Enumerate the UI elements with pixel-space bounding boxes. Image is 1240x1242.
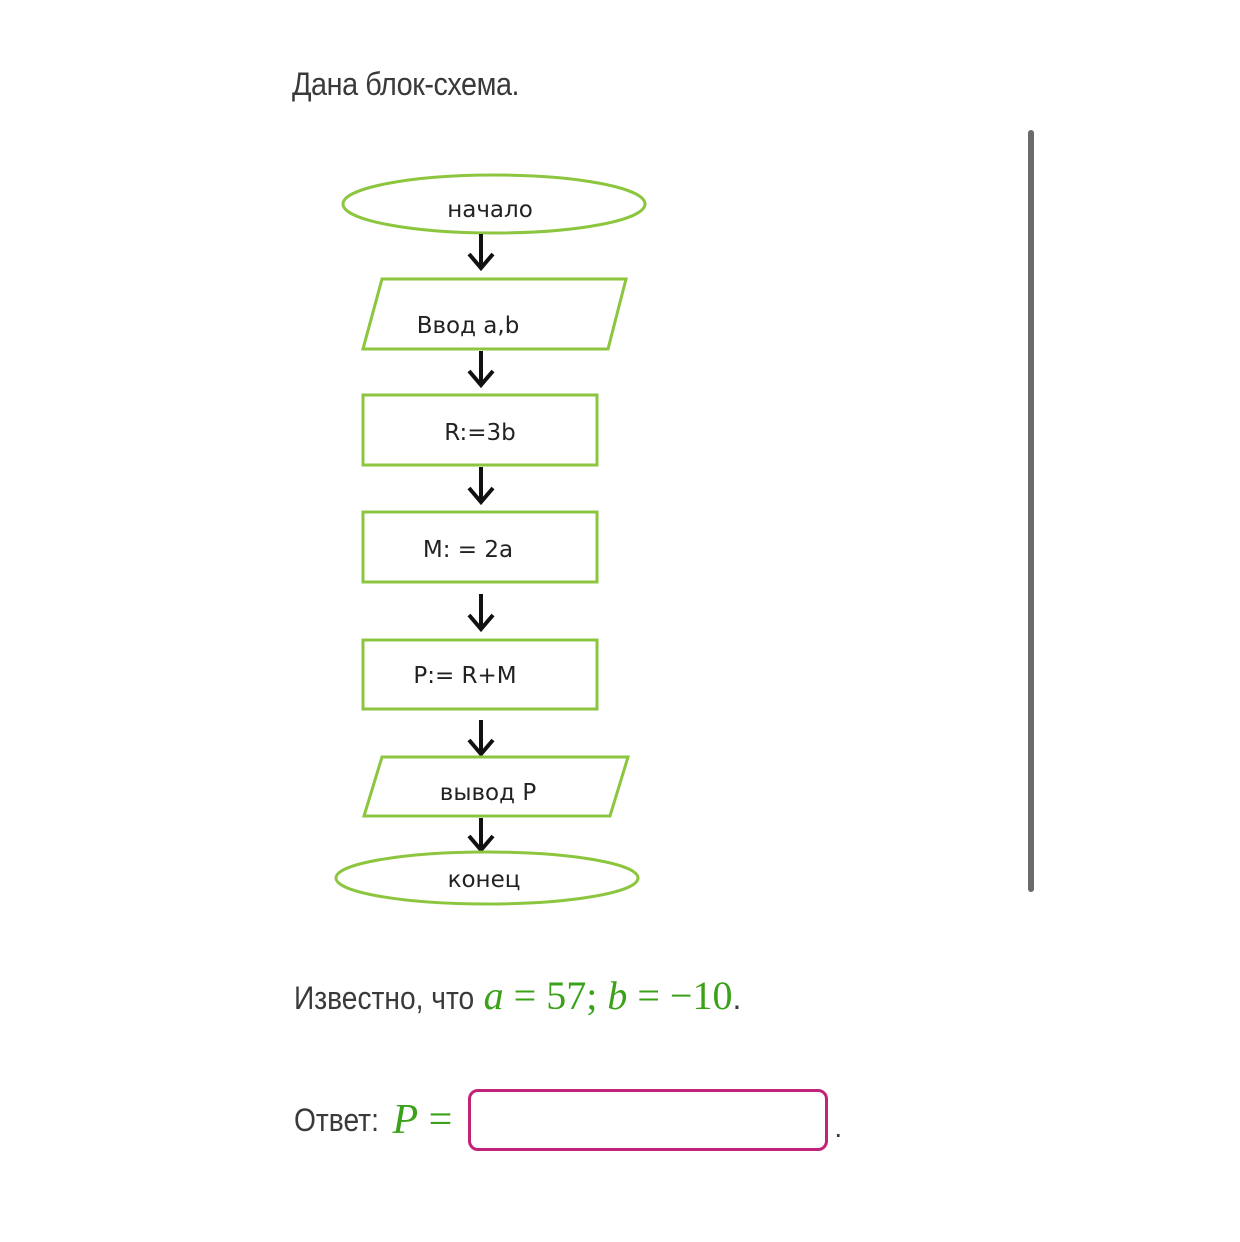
b-value: = −10	[627, 973, 733, 1018]
process-block-p: P:= R+M	[361, 638, 599, 711]
process-label-p: P:= R+M	[413, 663, 516, 689]
answer-label: Ответ:	[294, 1101, 379, 1138]
end-label: конец	[448, 867, 521, 893]
known-prefix: Известно, что	[294, 980, 475, 1016]
end-terminal: конец	[334, 850, 640, 906]
a-value: = 57;	[503, 973, 608, 1018]
arrow-2	[467, 351, 495, 389]
answer-math: P =	[392, 1096, 452, 1144]
arrow-5	[467, 720, 495, 758]
arrow-4	[467, 594, 495, 633]
intro-text: Дана блок-схема.	[292, 66, 520, 102]
scrollbar[interactable]	[1028, 130, 1034, 892]
process-label-r: R:=3b	[444, 420, 516, 446]
process-label-m: M: = 2a	[423, 537, 513, 563]
start-label: начало	[447, 197, 533, 223]
arrow-1	[467, 234, 495, 272]
var-p: P	[392, 1097, 419, 1143]
arrow-6	[467, 818, 495, 854]
answer-eq: =	[418, 1097, 453, 1143]
input-label: Ввод a,b	[417, 313, 520, 339]
arrow-3	[467, 467, 495, 506]
known-math: a = 57; b = −10	[484, 973, 733, 1018]
start-terminal: начало	[341, 173, 647, 235]
process-block-r: R:=3b	[361, 393, 599, 467]
answer-row: Ответ: P = .	[294, 1086, 842, 1154]
known-values: Известно, что a = 57; b = −10.	[294, 972, 741, 1019]
known-suffix: .	[732, 980, 742, 1016]
output-block: вывод P	[361, 755, 631, 818]
answer-input[interactable]	[468, 1089, 829, 1151]
process-block-m: M: = 2a	[361, 510, 599, 584]
var-a: a	[483, 973, 504, 1018]
answer-suffix: .	[834, 1112, 843, 1143]
input-block: Ввод a,b	[361, 277, 628, 351]
var-b: b	[607, 973, 628, 1018]
output-label: вывод P	[440, 780, 537, 806]
